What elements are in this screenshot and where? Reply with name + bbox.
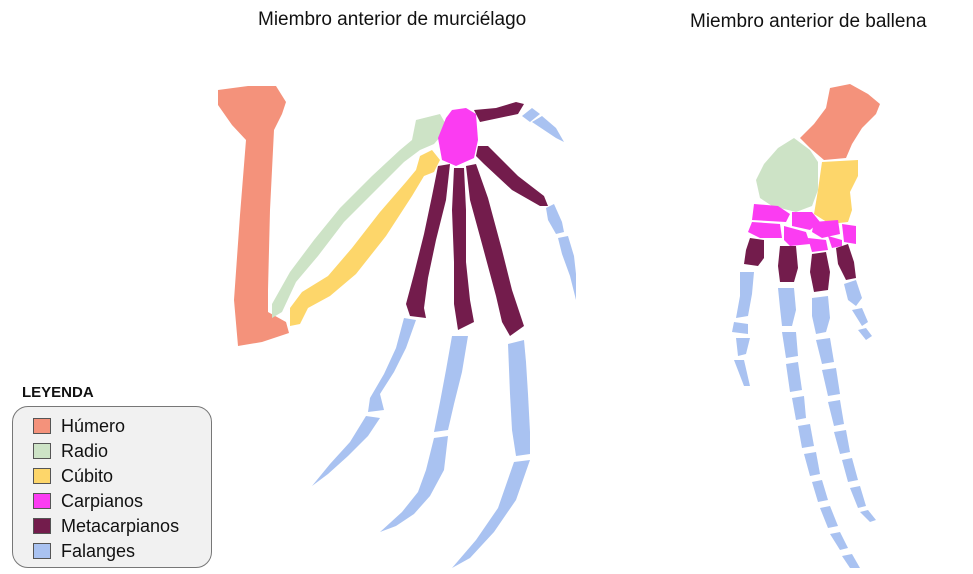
whale-phalanx-2-10 [842,554,860,568]
whale-carpal-4 [784,226,810,246]
whale-phalanx-3-3 [822,368,840,396]
whale-carpal-5 [812,220,840,238]
legend: Húmero Radio Cúbito Carpianos Metacarpia… [12,406,212,568]
legend-swatch-carpals [33,493,51,509]
whale-phalanx-4-1 [844,280,862,306]
bat-metacarpal-4 [452,168,474,330]
bat-phalanx-4-2 [380,436,448,532]
whale-phalanx-3-8 [860,510,876,522]
whale-phalanx-2-2 [782,332,798,358]
whale-phalanx-1-3 [736,338,750,356]
whale-forelimb [732,84,880,568]
whale-carpal-6 [808,238,828,252]
legend-item-metacarpals: Metacarpianos [33,515,179,537]
whale-phalanx-3-5 [834,430,850,454]
legend-swatch-phalanges [33,543,51,559]
whale-carpal-3 [792,212,820,230]
whale-phalanx-2-7 [812,480,828,502]
legend-title: LEYENDA [22,384,94,401]
bat-metacarpal-2 [476,146,548,206]
bat-limb-title: Miembro anterior de murciélago [258,9,527,30]
whale-metacarpal-1 [744,238,764,266]
whale-radius [756,138,818,212]
whale-phalanx-4-2 [852,308,868,326]
bat-phalanx-2-1 [546,204,564,234]
bat-phalanx-4-1 [434,336,468,432]
whale-limb-title: Miembro anterior de ballena [690,11,927,32]
whale-carpal-8 [828,236,842,248]
bat-humerus [218,86,289,346]
whale-phalanx-1-1 [736,272,754,318]
whale-phalanx-1-2 [732,322,748,334]
bat-ulna [290,150,440,326]
bat-phalanx-5-1 [368,318,416,412]
bat-metacarpal-thumb [474,102,524,122]
legend-label-phalanges: Falanges [61,540,136,561]
legend-item-radius: Radio [33,440,108,462]
bat-phalanx-thumb-2 [532,116,564,142]
bat-phalanx-thumb-1 [522,108,540,122]
whale-phalanx-2-9 [830,532,848,550]
whale-carpal-7 [842,224,856,244]
whale-carpal-2 [748,222,782,238]
bat-phalanx-3-1 [508,340,530,456]
whale-humerus [800,84,880,160]
whale-phalanx-2-3 [786,362,802,392]
whale-phalanx-2-1 [778,288,796,326]
legend-item-phalanges: Falanges [33,540,135,562]
whale-ulna [814,160,858,224]
legend-swatch-radius [33,443,51,459]
bat-carpals [438,108,478,166]
bat-forelimb [218,86,576,568]
bat-metacarpal-3 [466,164,524,336]
whale-phalanx-3-1 [812,296,830,334]
whale-metacarpal-2 [778,246,798,282]
bat-phalanx-2-2 [558,236,576,300]
whale-carpal-1 [752,204,790,222]
whale-phalanx-3-2 [816,338,834,364]
legend-swatch-humerus [33,418,51,434]
whale-metacarpal-3 [810,252,830,292]
whale-phalanx-4-3 [858,328,872,340]
whale-metacarpal-4 [836,244,856,280]
whale-phalanx-2-6 [804,452,820,476]
legend-label-humerus: Húmero [61,415,126,436]
legend-item-ulna: Cúbito [33,465,113,487]
legend-item-humerus: Húmero [33,415,125,437]
legend-label-ulna: Cúbito [61,465,114,486]
bat-metacarpal-5 [406,164,450,318]
legend-swatch-ulna [33,468,51,484]
whale-phalanx-1-4 [734,360,750,386]
whale-phalanx-3-7 [850,486,866,508]
legend-label-carpals: Carpianos [61,490,144,511]
bat-phalanx-3-2 [452,460,530,568]
legend-item-carpals: Carpianos [33,490,143,512]
bat-radius [272,114,448,318]
whale-phalanx-2-4 [792,396,806,420]
bat-phalanx-5-2 [312,416,380,486]
legend-swatch-metacarpals [33,518,51,534]
legend-label-radius: Radio [61,440,109,461]
legend-label-metacarpals: Metacarpianos [61,515,180,536]
whale-phalanx-3-4 [828,400,844,426]
whale-phalanx-2-8 [820,506,838,528]
whale-phalanx-3-6 [842,458,858,482]
whale-phalanx-2-5 [798,424,814,448]
